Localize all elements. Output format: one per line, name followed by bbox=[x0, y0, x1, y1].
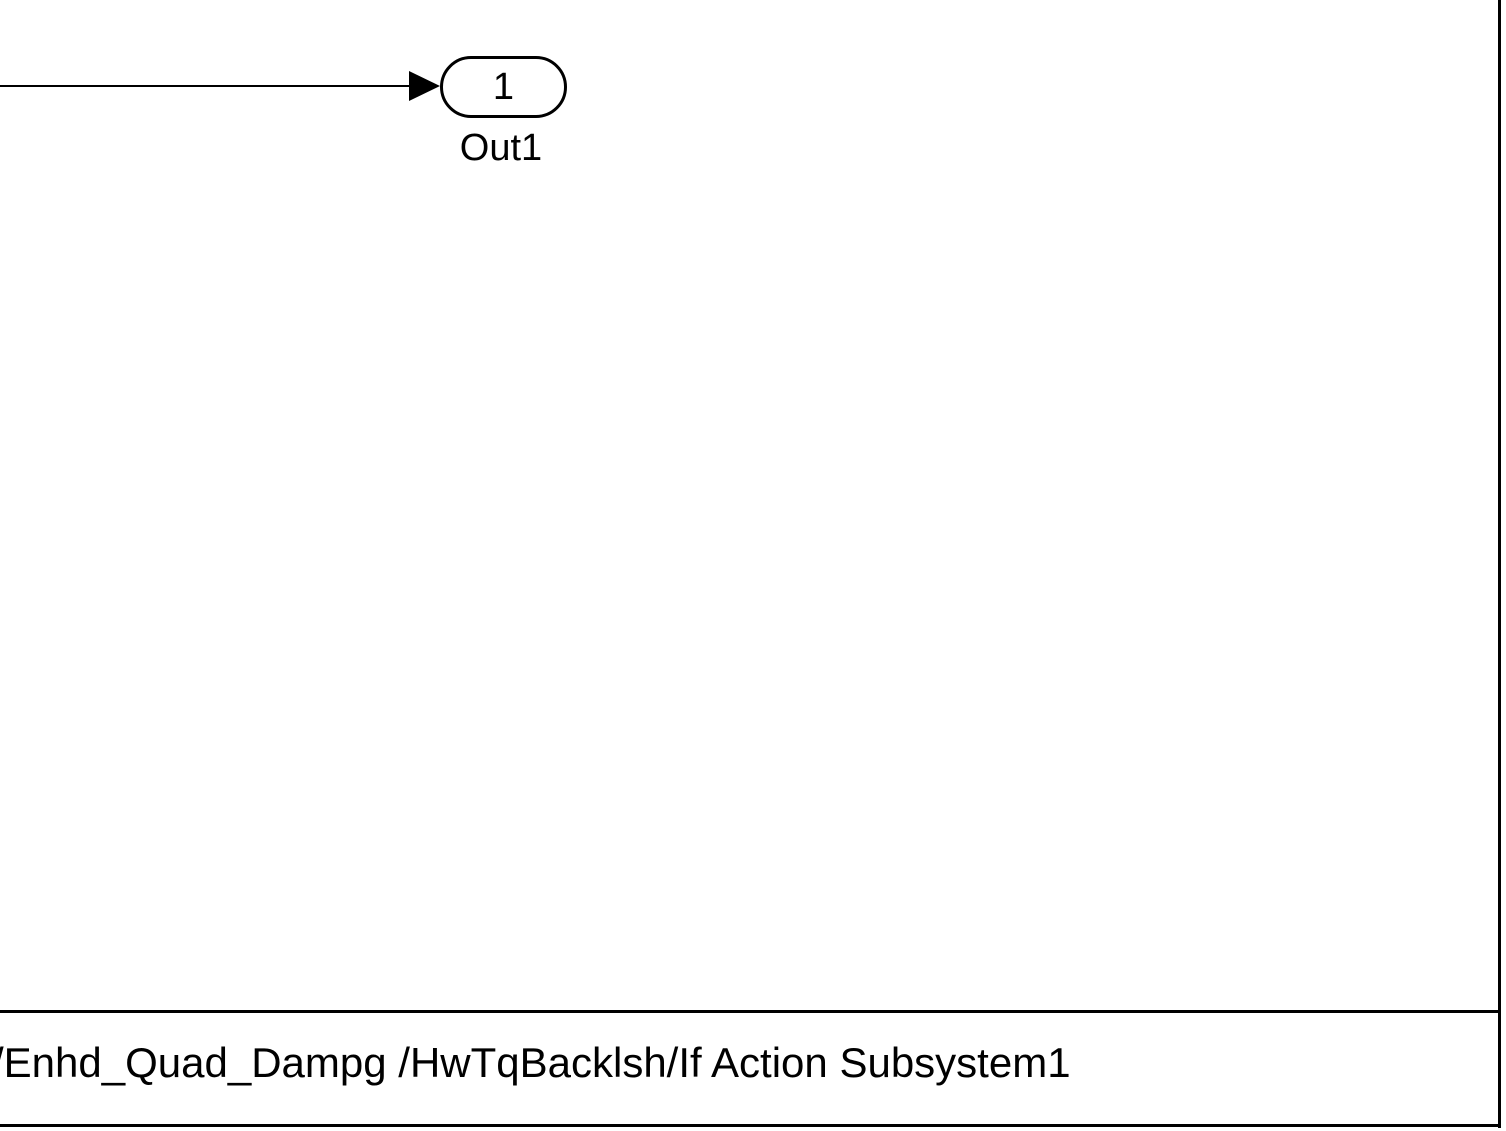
footer-system-path: /Enhd_Quad_Dampg /HwTqBacklsh/If Action … bbox=[0, 1039, 1071, 1086]
signal-arrowhead bbox=[409, 71, 440, 101]
frame-bottom-border bbox=[0, 1124, 1501, 1127]
signal-line[interactable] bbox=[0, 85, 412, 87]
outport-name-label: Out1 bbox=[459, 127, 543, 169]
frame-footer-divider bbox=[0, 1010, 1501, 1013]
frame-right-border bbox=[1498, 0, 1501, 1128]
outport-number: 1 bbox=[492, 66, 515, 108]
outport-block[interactable]: 1 bbox=[440, 56, 567, 118]
